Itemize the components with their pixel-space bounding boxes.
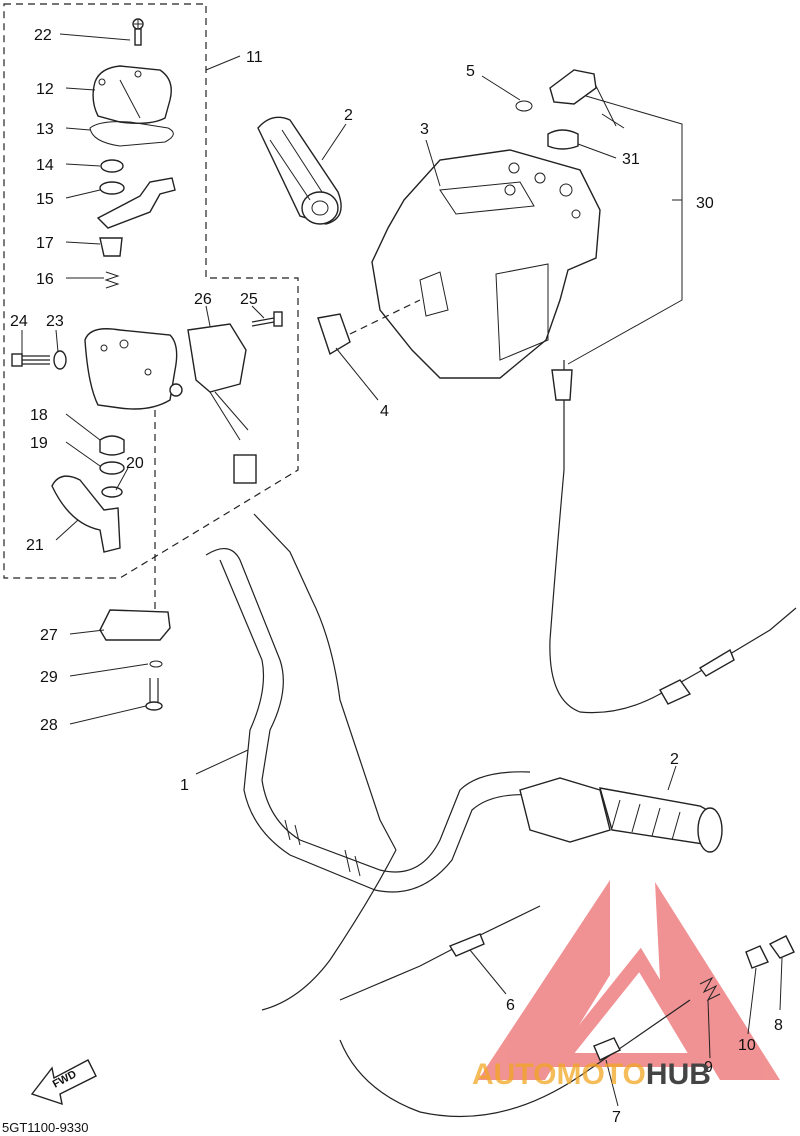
fwd-arrow-icon: FWD [30,1059,97,1106]
label-part-5: 5 [466,63,475,80]
label-part-17: 17 [36,235,54,252]
part-15-washer [99,181,125,195]
label-part-2-top: 2 [344,107,353,124]
watermark-hub: HUB [646,1058,711,1091]
label-part-22: 22 [34,27,52,44]
watermark-auto: AUTO [472,1058,556,1091]
diagram-code: 5GT1100-9330 [2,1120,89,1135]
part-12-cover [92,65,172,125]
part-16-spring [104,271,120,289]
part-14-nut [100,159,124,173]
label-part-14: 14 [36,157,54,174]
part-31-bushing [547,129,579,150]
part-7-cable [339,999,691,1118]
watermark-moto: MOTO [556,1058,645,1091]
label-part-19: 19 [30,435,48,452]
label-part-2-bottom: 2 [670,751,679,768]
label-part-11: 11 [246,49,263,66]
label-part-26: 26 [194,291,212,308]
label-part-27: 27 [40,627,58,644]
part-15-lever [96,177,176,229]
label-part-1: 1 [180,777,189,794]
label-part-4: 4 [380,403,389,420]
part-labels: 1 2 2 3 4 5 6 7 8 9 10 11 12 13 14 15 16… [10,27,783,1126]
label-part-6: 6 [506,997,515,1014]
throttle-cable [253,513,397,851]
part-26-switch-body [187,323,247,393]
label-part-13: 13 [36,121,54,138]
label-part-28: 28 [40,717,58,734]
part-19-washer [99,461,125,475]
part-9-spring [699,976,721,1002]
part-17-bushing [99,237,123,257]
watermark-text: AUTOMOTOHUB [472,1058,711,1091]
part-22-screw [132,18,144,46]
part-26-connector [233,454,257,484]
label-part-18: 18 [30,407,48,424]
part-8-clip [768,935,795,959]
watermark-logo [478,880,780,1080]
label-part-16: 16 [36,271,54,288]
part-29-washer [149,660,163,668]
part-18-bushing [99,435,125,456]
label-part-8: 8 [774,1017,783,1034]
label-part-30: 30 [696,195,714,212]
part-1-handlebar [205,548,536,893]
part-27-clamp [99,609,171,641]
label-part-23: 23 [46,313,64,330]
part-30-cable [549,360,797,714]
switch-housing [84,328,178,410]
label-part-15: 15 [36,191,54,208]
part-10-fitting [745,945,769,969]
label-part-3: 3 [420,121,429,138]
part-21-thumb-lever [51,475,121,553]
label-part-25: 25 [240,291,258,308]
part-6-cable [261,849,541,1011]
part-28-bolt [145,678,163,711]
part-30-connector [549,69,597,105]
leader-lines [21,33,783,1107]
label-part-31: 31 [622,151,640,168]
label-part-21: 21 [26,537,44,554]
part-4-leader [349,299,421,335]
part-20-washer [101,486,123,498]
switch-assembly-box [3,3,299,579]
part-13-gasket [89,121,174,147]
label-part-29: 29 [40,669,58,686]
part-4-bracket [317,313,351,356]
part-23-nut [53,350,67,370]
part-2-grip-upper [257,116,342,225]
part-3-housing [371,149,601,379]
label-part-20: 20 [126,455,144,472]
label-part-7: 7 [612,1109,621,1126]
label-part-9: 9 [704,1059,713,1076]
part-24-bolt [11,353,50,367]
label-part-24: 24 [10,313,28,330]
label-part-10: 10 [738,1037,756,1054]
label-part-12: 12 [36,81,54,98]
part-5-cap [515,100,533,112]
part-2-grip-lower [519,777,723,853]
part-25-screw [251,311,283,327]
